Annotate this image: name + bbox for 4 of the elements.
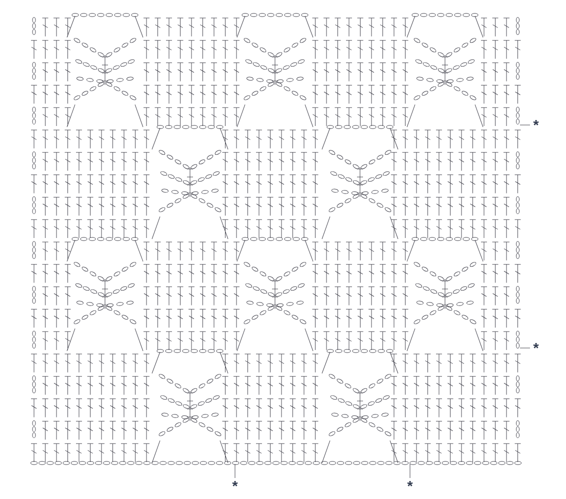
asterisk-mark: * (232, 481, 238, 486)
asterisk-mark: * (533, 120, 539, 126)
asterisk-mark: * (533, 343, 539, 348)
asterisk-mark: * (407, 481, 413, 486)
